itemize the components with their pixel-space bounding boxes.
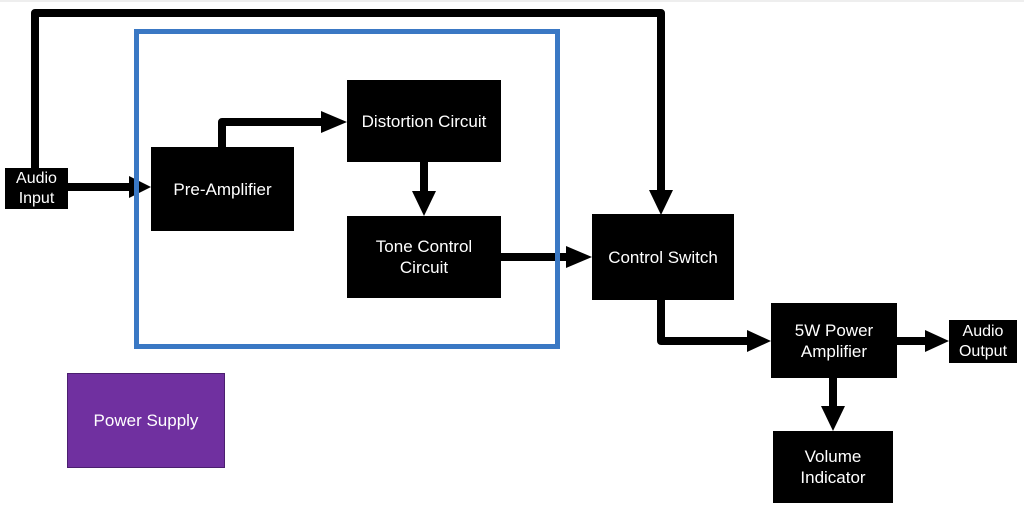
distortion-circuit-block: Distortion Circuit xyxy=(347,80,501,162)
connector-input-bypass-line xyxy=(31,9,665,192)
power-supply-block: Power Supply xyxy=(67,373,225,468)
effects-group-boundary xyxy=(134,29,560,349)
arrowhead-to-power-amp xyxy=(747,330,771,352)
volume-indicator-block: Volume Indicator xyxy=(773,431,893,503)
audio-output-block: Audio Output xyxy=(949,320,1017,363)
connector-preamp-to-distortion-line xyxy=(218,118,322,148)
tone-control-circuit-block: Tone Control Circuit xyxy=(347,216,501,298)
arrowhead-to-audio-output xyxy=(925,330,949,352)
arrowhead-to-distortion xyxy=(321,111,347,133)
top-border-line xyxy=(0,0,1024,2)
power-amplifier-block: 5W Power Amplifier xyxy=(771,303,897,378)
connector-switch-to-amp-line xyxy=(657,300,748,345)
pre-amplifier-block: Pre-Amplifier xyxy=(151,147,294,231)
arrowhead-to-control-switch-from-tone xyxy=(566,246,592,268)
arrowhead-to-tone-control xyxy=(412,191,436,216)
arrowhead-to-volume-indicator xyxy=(821,406,845,431)
control-switch-block: Control Switch xyxy=(592,214,734,300)
audio-input-block: Audio Input xyxy=(5,168,68,209)
arrowhead-to-control-switch-from-input xyxy=(649,190,673,215)
